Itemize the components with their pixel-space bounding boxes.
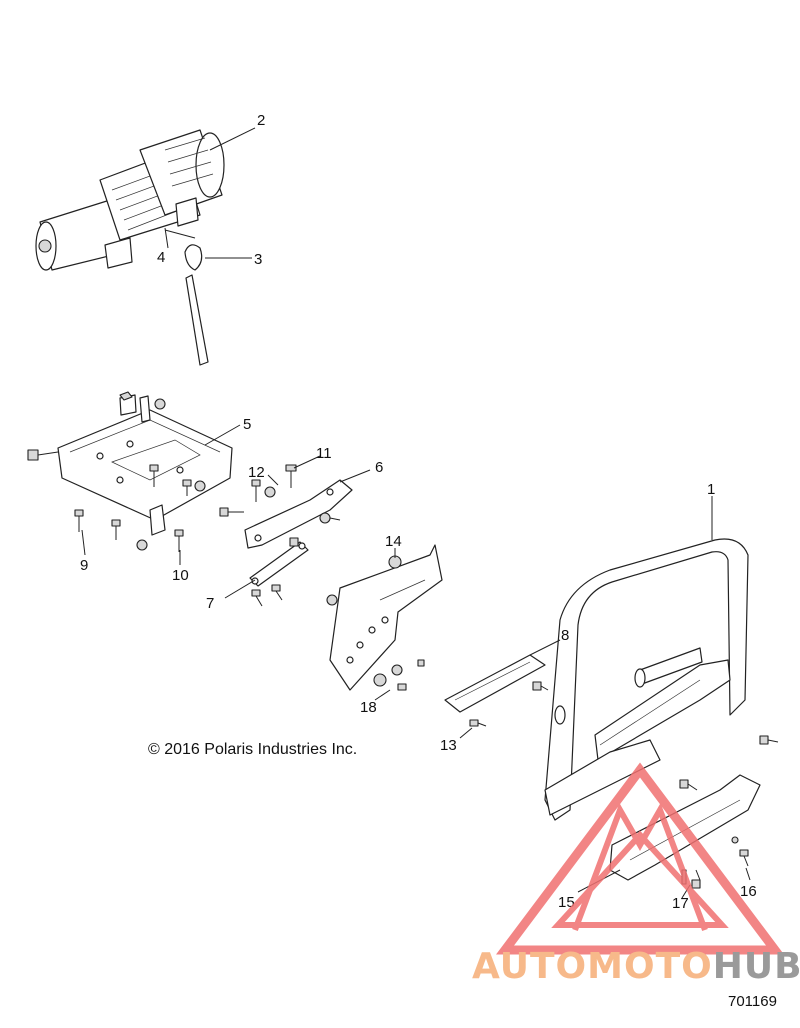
callout-15: 15 <box>558 894 575 911</box>
callout-8: 8 <box>561 627 569 644</box>
callout-6: 6 <box>375 459 383 476</box>
callout-3: 3 <box>254 251 262 268</box>
watermark-text-b: HUB <box>713 946 800 987</box>
side-bracket <box>244 479 353 549</box>
watermark-logo <box>496 762 784 955</box>
callout-5: 5 <box>243 416 251 433</box>
drawing-number: 701169 <box>728 993 777 1010</box>
bumper-pad <box>444 654 546 713</box>
callout-7: 7 <box>206 595 214 612</box>
mount-plate <box>57 394 233 536</box>
watermark-mountain <box>572 802 708 932</box>
copyright-notice: © 2016 Polaris Industries Inc. <box>148 741 357 758</box>
callout-4: 4 <box>157 249 165 266</box>
callout-10: 10 <box>172 567 189 584</box>
callout-11: 11 <box>316 445 332 462</box>
callout-16: 16 <box>740 883 757 900</box>
callout-14: 14 <box>385 533 402 550</box>
callout-17: 17 <box>672 895 689 912</box>
callout-13: 13 <box>440 737 457 754</box>
watermark-triangle-inner <box>551 830 729 928</box>
winch-assembly <box>35 129 225 366</box>
watermark-text: AUTOMOTOHUB <box>472 946 800 987</box>
front-bumper <box>544 538 749 821</box>
callout-18: 18 <box>360 699 377 716</box>
watermark-text-a: AUTOMOTO <box>472 946 713 987</box>
callout-2: 2 <box>257 112 265 129</box>
front-bracket <box>329 544 443 691</box>
link-bracket <box>249 541 309 587</box>
leader-lines <box>81 127 751 899</box>
callout-1: 1 <box>707 481 715 498</box>
watermark-triangle-outer <box>496 762 784 955</box>
callout-labels: 1 2 3 4 5 6 7 8 9 10 11 12 13 14 15 16 1… <box>80 112 757 912</box>
callout-12: 12 <box>248 464 265 481</box>
callout-9: 9 <box>80 557 88 574</box>
